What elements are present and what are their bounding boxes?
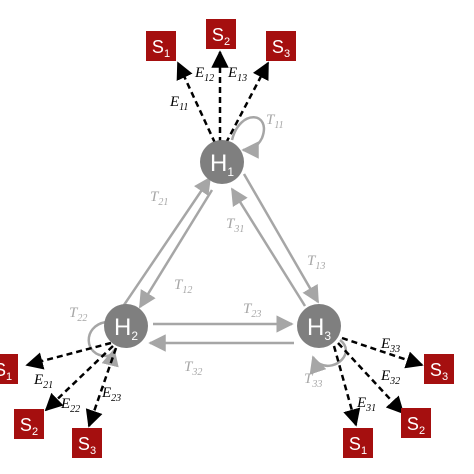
hidden-state-h2: H2 (104, 304, 148, 348)
label-e32: E32 (380, 368, 400, 387)
emission-arrow-h1-s3 (224, 61, 270, 144)
hidden-state-h3: H3 (297, 304, 341, 348)
emission-arrow-h3-s2 (337, 342, 405, 415)
svg-text:H2: H2 (114, 314, 138, 343)
emission-labels: E11 E12 E13 E21 E22 E23 E31 E32 E33 (33, 65, 400, 415)
label-e33: E33 (380, 336, 400, 355)
svg-text:S1: S1 (349, 434, 367, 457)
label-t11: T11 (266, 112, 284, 131)
transition-arrow-h3-h1 (230, 187, 307, 307)
svg-text:H1: H1 (210, 150, 234, 179)
svg-text:S2: S2 (212, 25, 230, 48)
symbol-box-h3-s2: S2 (401, 408, 431, 438)
transition-arrow-h1-h3 (242, 173, 320, 304)
svg-text:S1: S1 (152, 37, 170, 60)
label-e21: E21 (33, 372, 53, 391)
hidden-state-h1: H1 (200, 140, 244, 184)
label-t22: T22 (69, 305, 87, 324)
label-e13: E13 (227, 65, 247, 84)
emission-arrow-h2-s1 (25, 341, 112, 370)
label-t33: T33 (304, 371, 322, 390)
transition-arrow-h2-h1 (122, 176, 212, 306)
symbol-box-h2-s2: S2 (14, 409, 44, 439)
self-loop-h1 (230, 116, 266, 159)
transition-arrows (87, 116, 348, 375)
label-e23: E23 (101, 385, 121, 404)
emission-arrow-h3-s3 (341, 336, 424, 369)
label-e31: E31 (356, 395, 376, 414)
label-e11: E11 (169, 94, 188, 113)
label-e12: E12 (194, 65, 214, 84)
symbol-box-h1-s3: S3 (266, 31, 296, 61)
symbol-box-h3-s3: S3 (424, 354, 454, 384)
svg-text:S3: S3 (78, 434, 96, 457)
svg-text:S1: S1 (0, 360, 12, 383)
label-t31: T31 (226, 216, 244, 235)
transition-arrow-h1-h2 (138, 189, 214, 309)
label-t21: T21 (150, 189, 168, 208)
emission-arrow-h2-s3 (85, 347, 118, 428)
symbol-box-h1-s2: S2 (206, 19, 236, 49)
emission-arrow-h2-s2 (44, 345, 114, 412)
label-t32: T32 (184, 359, 202, 378)
transition-labels: T11 T21 T31 T12 T13 T22 T23 T32 T33 (69, 112, 325, 390)
emission-arrows (25, 50, 424, 428)
label-e22: E22 (60, 396, 80, 415)
symbol-box-h3-s1: S1 (343, 428, 373, 458)
svg-text:S2: S2 (20, 415, 38, 438)
svg-text:H3: H3 (307, 314, 331, 343)
svg-text:S3: S3 (430, 360, 448, 383)
label-t23: T23 (243, 301, 261, 320)
symbol-box-h2-s1: S1 (0, 354, 18, 384)
svg-text:S2: S2 (407, 414, 425, 437)
symbol-box-h1-s1: S1 (146, 31, 176, 61)
symbol-box-h2-s3: S3 (72, 428, 102, 458)
svg-text:S3: S3 (272, 37, 290, 60)
emission-arrow-h1-s1 (176, 61, 217, 144)
emission-arrow-h3-s1 (332, 345, 361, 427)
self-loop-h2 (87, 320, 119, 368)
label-t13: T13 (307, 253, 325, 272)
label-t12: T12 (174, 277, 192, 296)
